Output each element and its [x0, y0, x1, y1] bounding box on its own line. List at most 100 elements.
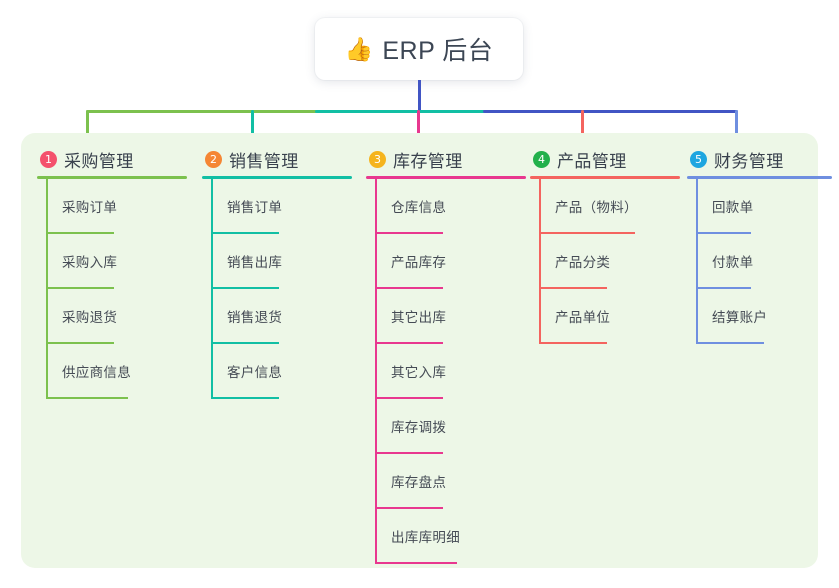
- module-item-rule: [211, 342, 280, 344]
- module-item[interactable]: 采购订单: [46, 179, 187, 234]
- module-item-label: 供应商信息: [62, 365, 131, 380]
- module-item-label: 其它入库: [391, 365, 447, 380]
- module-item[interactable]: 销售出库: [211, 234, 352, 289]
- module-title-1: 采购管理: [64, 151, 134, 171]
- module-title-2: 销售管理: [229, 151, 299, 171]
- module-item-rule: [211, 397, 280, 399]
- module-column-2: 2 销售管理 销售订单销售出库销售退货客户信息: [202, 146, 352, 399]
- module-item-label: 仓库信息: [391, 200, 447, 215]
- root-node-title: ERP 后台: [382, 37, 494, 65]
- modules-panel: [21, 133, 818, 568]
- module-item-label: 采购退货: [62, 310, 118, 325]
- module-header-1[interactable]: 1 采购管理: [37, 146, 187, 172]
- module-item[interactable]: 付款单: [696, 234, 832, 289]
- thumbs-up-icon: 👍: [344, 35, 374, 62]
- module-rule-2: [202, 176, 352, 179]
- module-rule-4: [530, 176, 680, 179]
- module-item[interactable]: 产品库存: [375, 234, 526, 289]
- module-item-rule: [46, 397, 128, 399]
- module-badge-4: 4: [533, 150, 550, 168]
- module-item[interactable]: 产品单位: [539, 289, 680, 344]
- module-item[interactable]: 销售退货: [211, 289, 352, 344]
- root-node[interactable]: 👍 ERP 后台: [315, 18, 523, 80]
- module-trunk-3: [375, 179, 377, 564]
- module-badge-2: 2: [205, 150, 222, 168]
- module-trunk-2: [211, 179, 213, 399]
- module-item-label: 其它出库: [391, 310, 447, 325]
- module-title-5: 财务管理: [714, 151, 784, 171]
- module-item[interactable]: 供应商信息: [46, 344, 187, 399]
- module-item-label: 出库库明细: [391, 530, 460, 545]
- module-item-rule: [696, 232, 751, 234]
- module-trunk-1: [46, 179, 48, 399]
- module-badge-3: 3: [369, 150, 386, 168]
- module-item[interactable]: 其它入库: [375, 344, 526, 399]
- module-column-4: 4 产品管理 产品（物料） 产品分类产品单位: [530, 146, 680, 344]
- module-item-rule: [375, 397, 444, 399]
- module-item[interactable]: 采购退货: [46, 289, 187, 344]
- module-item-rule: [696, 287, 751, 289]
- module-column-5: 5 财务管理 回款单付款单结算账户: [687, 146, 832, 344]
- module-item-rule: [375, 452, 444, 454]
- module-item[interactable]: 客户信息: [211, 344, 352, 399]
- module-item-label: 库存调拨: [391, 420, 447, 435]
- module-item[interactable]: 出库库明细: [375, 509, 526, 564]
- module-item-label: 产品单位: [555, 310, 611, 325]
- module-column-1: 1 采购管理 采购订单采购入库采购退货供应商信息: [37, 146, 187, 399]
- module-item[interactable]: 产品（物料）: [539, 179, 680, 234]
- module-header-4[interactable]: 4 产品管理: [530, 146, 680, 172]
- module-item-label: 回款单: [712, 200, 754, 215]
- module-item[interactable]: 结算账户: [696, 289, 832, 344]
- module-item-label: 产品（物料）: [555, 200, 638, 215]
- module-item-rule: [46, 232, 115, 234]
- module-item-label: 销售订单: [227, 200, 283, 215]
- module-item-rule: [46, 342, 115, 344]
- module-item-label: 产品库存: [391, 255, 447, 270]
- module-header-2[interactable]: 2 销售管理: [202, 146, 352, 172]
- module-item-rule: [539, 232, 635, 234]
- module-item-label: 客户信息: [227, 365, 283, 380]
- module-item[interactable]: 回款单: [696, 179, 832, 234]
- module-item-label: 销售出库: [227, 255, 283, 270]
- bus-segment-middle: [315, 110, 485, 113]
- module-item-rule: [375, 287, 444, 289]
- module-header-5[interactable]: 5 财务管理: [687, 146, 832, 172]
- module-item[interactable]: 销售订单: [211, 179, 352, 234]
- module-item-rule: [46, 287, 115, 289]
- bus-segment-right: [483, 110, 738, 113]
- module-rule-5: [687, 176, 832, 179]
- module-item-rule: [375, 342, 444, 344]
- module-item[interactable]: 产品分类: [539, 234, 680, 289]
- module-items-4: 产品（物料） 产品分类产品单位: [530, 179, 680, 344]
- module-item-label: 采购入库: [62, 255, 118, 270]
- bus-segment-left: [86, 110, 317, 113]
- module-item[interactable]: 其它出库: [375, 289, 526, 344]
- module-item[interactable]: 仓库信息: [375, 179, 526, 234]
- module-item-label: 产品分类: [555, 255, 611, 270]
- module-item-rule: [375, 507, 444, 509]
- module-rule-3: [366, 176, 526, 179]
- module-item-label: 采购订单: [62, 200, 118, 215]
- module-trunk-5: [696, 179, 698, 344]
- module-item[interactable]: 采购入库: [46, 234, 187, 289]
- module-badge-1: 1: [40, 150, 57, 168]
- module-item-rule: [211, 232, 280, 234]
- module-item-label: 销售退货: [227, 310, 283, 325]
- module-item-rule: [696, 342, 765, 344]
- module-item-rule: [375, 232, 444, 234]
- module-title-3: 库存管理: [393, 151, 463, 171]
- module-item[interactable]: 库存调拨: [375, 399, 526, 454]
- module-item-rule: [539, 287, 608, 289]
- module-items-1: 采购订单采购入库采购退货供应商信息: [37, 179, 187, 399]
- module-item-rule: [375, 562, 457, 564]
- module-column-3: 3 库存管理 仓库信息产品库存其它出库其它入库库存调拨库存盘点出库库明细: [366, 146, 526, 564]
- module-item-label: 结算账户: [712, 310, 768, 325]
- module-item-rule: [211, 287, 280, 289]
- module-item-label: 付款单: [712, 255, 754, 270]
- module-item-label: 库存盘点: [391, 475, 447, 490]
- module-trunk-4: [539, 179, 541, 344]
- module-header-3[interactable]: 3 库存管理: [366, 146, 526, 172]
- module-title-4: 产品管理: [557, 151, 627, 171]
- module-item[interactable]: 库存盘点: [375, 454, 526, 509]
